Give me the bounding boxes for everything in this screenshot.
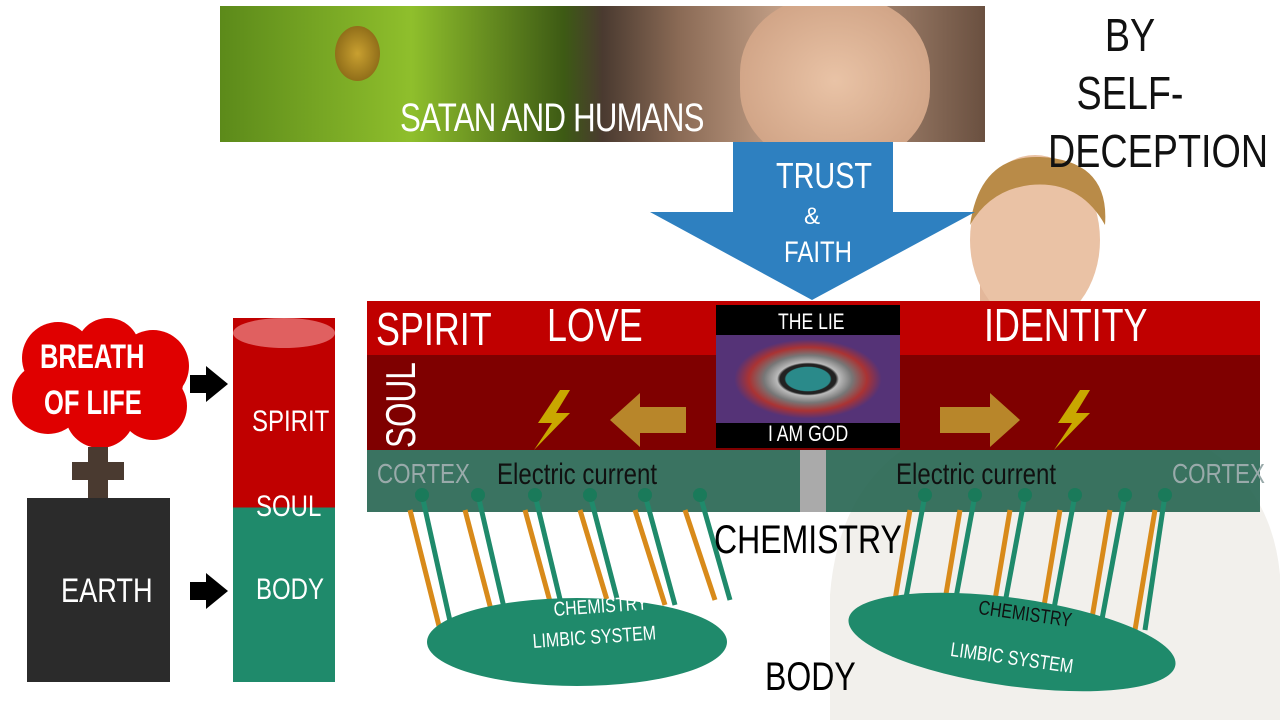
trust-faith-arrow <box>650 142 975 300</box>
body-label: BODY <box>765 655 856 699</box>
the-lie-label: THE LIE <box>778 309 845 334</box>
arrow-head <box>206 366 228 402</box>
the-lie-eye-image: THE LIE I AM GOD <box>716 305 900 448</box>
arrow-faith: FAITH <box>784 236 853 269</box>
lightning-icon <box>534 390 570 450</box>
title-line-2: DECEPTION <box>1048 125 1269 177</box>
cyl-soul-label: SOUL <box>256 490 322 523</box>
slide-title: BY SELF- DECEPTION <box>1048 6 1269 180</box>
cyl-body-label: BODY <box>256 573 325 606</box>
soul-label: SOUL <box>377 362 424 448</box>
human-cylinder <box>233 318 335 682</box>
arrow-and: & <box>804 203 821 230</box>
snake-eye-image <box>335 26 380 81</box>
title-line-1: BY SELF- <box>1076 9 1184 119</box>
spirit-label: SPIRIT <box>376 303 492 355</box>
electric-current-right: Electric current <box>896 458 1057 491</box>
lightning-icon <box>1054 390 1090 450</box>
earth-label: EARTH <box>61 572 153 610</box>
cyl-spirit-label: SPIRIT <box>252 405 330 438</box>
earth-box: EARTH <box>27 498 170 682</box>
arrow-right-icon <box>190 582 206 600</box>
breath-label-2: OF LIFE <box>44 384 142 422</box>
identity-label: IDENTITY <box>984 299 1148 351</box>
arrow-right-icon <box>190 375 206 393</box>
i-am-god-label: I AM GOD <box>768 421 849 446</box>
cortex-divider <box>800 450 826 512</box>
breath-of-life-cloud <box>12 318 189 448</box>
neural-connections <box>407 488 1172 631</box>
soul-arrows <box>534 390 1090 450</box>
cortex-left-label: CORTEX <box>377 458 470 489</box>
cylinder-top <box>233 318 335 348</box>
eye-image <box>716 335 900 423</box>
love-label: LOVE <box>547 299 643 351</box>
woman-face-image <box>740 6 930 142</box>
arrow-head <box>206 573 228 609</box>
chemistry-label: CHEMISTRY <box>714 518 902 562</box>
limbic-system-left <box>427 598 727 686</box>
arrow-left-icon <box>610 393 686 447</box>
arrow-trust: TRUST <box>776 155 872 196</box>
plus-icon-bar <box>72 462 124 480</box>
arrow-right-icon <box>940 393 1020 447</box>
electric-current-left: Electric current <box>497 458 658 491</box>
banner-title: SATAN AND HUMANS <box>400 96 704 140</box>
satan-and-humans-photo: SATAN AND HUMANS <box>220 6 985 142</box>
limbic-system-right <box>848 592 1176 692</box>
breath-label-1: BREATH <box>40 338 145 376</box>
cortex-right-label: CORTEX <box>1172 458 1265 489</box>
